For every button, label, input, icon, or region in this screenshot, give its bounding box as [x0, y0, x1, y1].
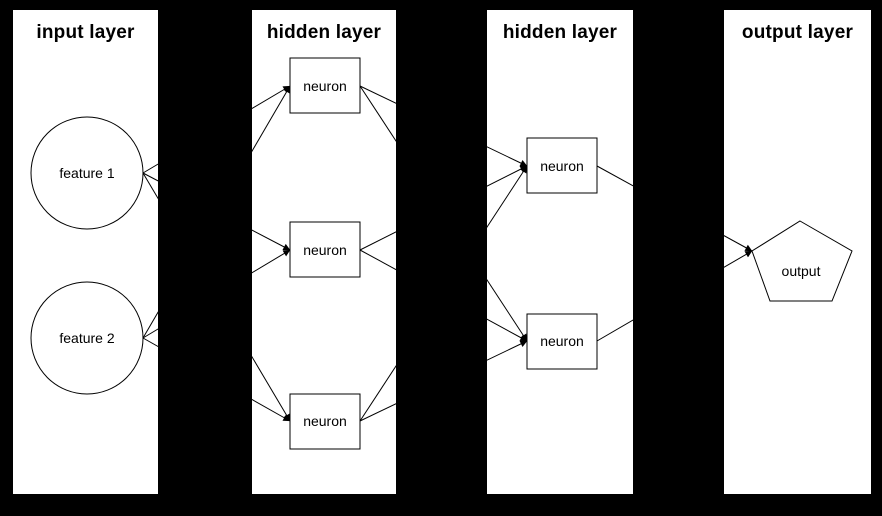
panel-hidden-layer-2: hidden layer — [487, 10, 633, 494]
edges-group — [142, 85, 753, 422]
panel-input-layer: input layer — [13, 10, 158, 494]
panel-hidden-layer-1: hidden layer — [252, 10, 396, 494]
panel-output-layer: output layer — [724, 10, 871, 494]
hidden-layer-1-title: hidden layer — [266, 22, 382, 43]
output-layer-title: output layer — [741, 22, 854, 43]
input-layer-title: input layer — [36, 22, 135, 43]
hidden-layer-2-title: hidden layer — [502, 22, 618, 43]
